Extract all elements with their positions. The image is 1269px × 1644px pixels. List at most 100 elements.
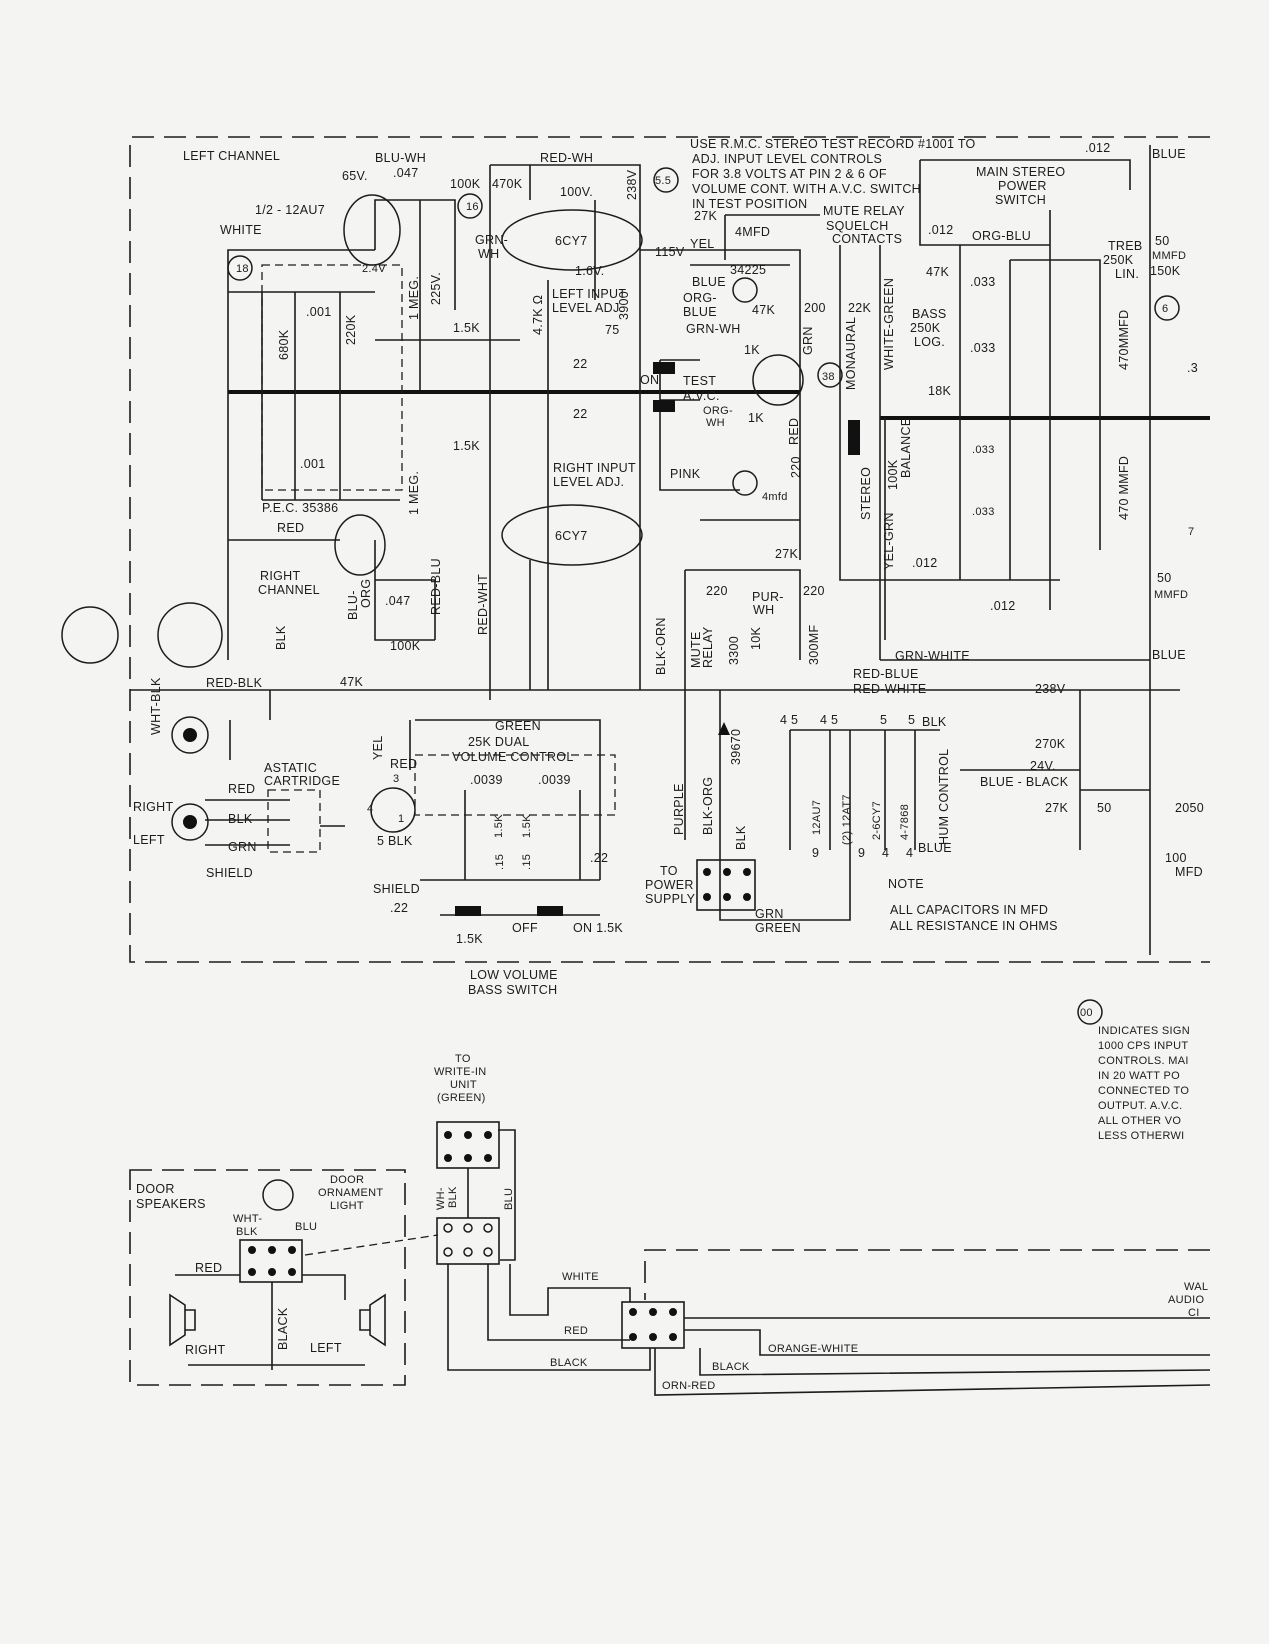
schematic-label: .15	[494, 854, 506, 870]
jack-pin	[183, 815, 197, 829]
schematic-label: OFF	[512, 921, 538, 935]
schematic-label: ORNAMENT	[318, 1187, 383, 1199]
schematic-label: ON 1.5K	[573, 921, 623, 935]
schematic-label: MUTE RELAY	[823, 204, 905, 218]
schematic-label: BLACK	[276, 1307, 290, 1350]
schematic-label: (2) 12AT7	[841, 794, 853, 845]
schematic-label: 47K	[340, 675, 364, 689]
schematic-label: .012	[1085, 141, 1111, 155]
schematic-label: CONTROLS. MAI	[1098, 1055, 1189, 1067]
schematic-label: .15	[521, 854, 533, 870]
schematic-label: .22	[590, 851, 608, 865]
schematic-label: SWITCH	[995, 193, 1046, 207]
schematic-label: 4-7868	[899, 804, 911, 840]
schematic-label: RIGHT	[260, 569, 300, 583]
schematic-label: 225V.	[429, 272, 443, 305]
schematic-label: 100K	[886, 459, 900, 490]
test-switch-contact	[653, 362, 675, 374]
harness-labels: WHITE RED BLACK ORANGE-WHITE BLACK ORN-R…	[550, 1271, 1208, 1392]
schematic-label: LEFT CHANNEL	[183, 149, 280, 163]
lamp-34225-upper	[732, 277, 758, 303]
left-channel-labels: LEFT CHANNEL 1/2 - 12AU7 WHITE BLU-WH 65…	[149, 149, 508, 735]
input-socket-9pin-view	[61, 606, 119, 664]
schematic-label: RED	[390, 757, 417, 771]
schematic-label: 470 MMFD	[1117, 456, 1131, 520]
schematic-label: 5	[880, 713, 887, 727]
schematic-label: 22K	[848, 301, 872, 315]
schematic-label: INDICATES SIGN	[1098, 1025, 1190, 1037]
schematic-label: BLU	[503, 1188, 515, 1210]
schematic-label: 24V.	[1030, 759, 1056, 773]
power-supply-plug	[696, 859, 756, 911]
schematic-label: .012	[990, 599, 1016, 613]
schematic-label: WAL	[1184, 1281, 1208, 1293]
schematic-label: USE R.M.C. STEREO TEST RECORD #1001 TO	[690, 137, 976, 151]
node-5.5-marker	[653, 167, 679, 193]
volume-socket	[370, 787, 416, 833]
schematic-label: .033	[970, 275, 996, 289]
schematic-label: ALL RESISTANCE IN OHMS	[890, 919, 1058, 933]
schematic-label: BLU-	[346, 590, 360, 620]
schematic-label: .033	[970, 341, 996, 355]
schematic-label: 50	[1155, 234, 1170, 248]
schematic-label: TO	[455, 1053, 471, 1065]
schematic-label: 1 MEG.	[407, 276, 421, 320]
schematic-label: .047	[393, 166, 419, 180]
schematic-label: CI	[1188, 1307, 1200, 1319]
schematic-label: MMFD	[1152, 250, 1186, 262]
schematic-label: .0039	[470, 773, 503, 787]
schematic-label: .033	[972, 506, 995, 518]
schematic-label: CONNECTED TO	[1098, 1085, 1189, 1097]
schematic-label: 1 MEG.	[407, 471, 421, 515]
schematic-label: .3	[1187, 361, 1198, 375]
schematic-label: SPEAKERS	[136, 1197, 206, 1211]
node-16-marker	[457, 193, 483, 219]
volume-wiring	[409, 719, 601, 916]
tube-12au7-lower	[334, 514, 386, 576]
schematic-label: 27K	[775, 547, 799, 561]
schematic-label: A.V.C.	[683, 389, 720, 403]
schematic-label: 1.6V.	[575, 264, 605, 278]
schematic-label: .012	[928, 223, 954, 237]
schematic-label: 2050	[1175, 801, 1204, 815]
schematic-label: RED	[564, 1325, 588, 1337]
schematic-label: DOOR	[136, 1182, 175, 1196]
schematic-label: BLK-ORN	[654, 617, 668, 675]
right-speaker	[359, 1293, 386, 1347]
schematic-label: NOTE	[888, 877, 924, 891]
schematic-label: WHITE-GREEN	[882, 278, 896, 370]
schematic-label: 100K	[390, 639, 421, 653]
schematic-label: POWER	[998, 179, 1047, 193]
schematic-label: TO	[660, 864, 678, 878]
schematic-label: BLK	[447, 1186, 459, 1208]
schematic-label: 50	[1157, 571, 1172, 585]
schematic-label: 270K	[1035, 737, 1066, 751]
schematic-label: LOW VOLUME	[470, 968, 558, 982]
ground-bus	[228, 390, 1210, 420]
schematic-label: GRN-	[475, 233, 508, 247]
schematic-label: 220	[803, 584, 825, 598]
door-wiring	[175, 1274, 365, 1370]
schematic-label: BLK	[922, 715, 947, 729]
write-in-labels: TO WRITE-IN UNIT (GREEN) WH- BLK BLU	[434, 1053, 515, 1210]
bass-switch-contact	[455, 906, 481, 916]
schematic-label: 200	[804, 301, 826, 315]
wall-audio-boundary	[644, 1249, 1210, 1300]
schematic-label: ORN-RED	[662, 1380, 715, 1392]
schematic-label: DOOR	[330, 1174, 364, 1186]
schematic-label: RED	[277, 521, 304, 535]
schematic-label: 50	[1097, 801, 1112, 815]
schematic-label: BLU	[295, 1221, 317, 1233]
schematic-label: 12AU7	[811, 800, 823, 835]
schematic-label: VOLUME CONTROL	[452, 750, 574, 764]
schematic-label: 238V	[625, 169, 639, 200]
door-speakers-boundary	[129, 1169, 406, 1386]
jack-lower	[171, 803, 209, 841]
schematic-label: 47K	[926, 265, 950, 279]
schematic-label: WHITE	[220, 223, 262, 237]
schematic-label: RED-BLU	[429, 558, 443, 615]
ornament-light-bulb	[262, 1179, 294, 1211]
write-in-plug-pins	[444, 1131, 492, 1162]
schematic-label: 1K	[748, 411, 764, 425]
